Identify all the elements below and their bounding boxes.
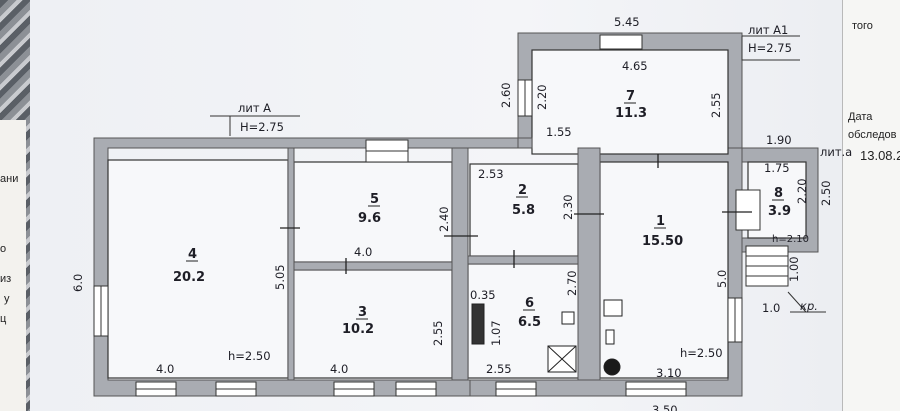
dim-2-70: 2.70 xyxy=(565,270,579,296)
windows xyxy=(93,34,761,397)
right-card xyxy=(842,0,900,411)
dim-5-45: 5.45 xyxy=(614,15,640,29)
room-1-number: 1 xyxy=(656,214,665,229)
room-2-floor xyxy=(469,163,579,257)
left-card-text-4: у xyxy=(4,293,10,305)
room-1-area: 15.50 xyxy=(642,234,683,249)
porch-steps xyxy=(745,245,826,313)
room-7-floor xyxy=(531,49,729,155)
dim-3-50: 3.50 xyxy=(652,403,678,411)
dim-4-0-r3: 4.0 xyxy=(330,362,348,376)
sink-icon xyxy=(561,311,575,325)
dim-2-20: 2.20 xyxy=(535,84,549,110)
dim-2-30: 2.30 xyxy=(561,194,575,220)
window xyxy=(599,34,643,50)
dim-1-00: 1.00 xyxy=(787,256,801,282)
room-2-area: 5.8 xyxy=(512,203,535,218)
dim-2-53: 2.53 xyxy=(478,167,504,181)
left-card xyxy=(0,120,26,411)
liter-small-height: h=2.10 xyxy=(772,234,809,245)
porch-label: кр. xyxy=(800,299,818,313)
dim-2-55-r6: 2.55 xyxy=(486,362,512,376)
room-7-number: 7 xyxy=(626,89,635,104)
right-card-date: 13.08.2 xyxy=(860,148,900,163)
room-7-area: 11.3 xyxy=(615,106,647,121)
fixtures xyxy=(471,299,623,376)
left-card-text-1: ани xyxy=(0,173,19,185)
liter-a-height: H=2.75 xyxy=(240,120,284,134)
dim-2-50: 2.50 xyxy=(819,180,833,206)
stove-block xyxy=(471,303,485,345)
room-3-area: 10.2 xyxy=(342,322,374,337)
dim-2-20-r8: 2.20 xyxy=(795,178,809,204)
liter-a1-name: лит A1 xyxy=(748,23,788,37)
dim-2-55-r7: 2.55 xyxy=(709,92,723,118)
right-card-date-label: Дата обследов xyxy=(848,111,897,141)
room-1-floor xyxy=(599,161,729,379)
right-card-heading: того xyxy=(852,20,873,32)
liter-small-name: лит.а xyxy=(820,145,852,159)
room-3-number: 3 xyxy=(358,305,367,320)
room-5-number: 5 xyxy=(370,192,379,207)
dim-4-65: 4.65 xyxy=(622,59,648,73)
rooms-layer xyxy=(107,49,807,379)
room-2-number: 2 xyxy=(518,183,527,198)
liter-a-name: лит A xyxy=(238,101,271,115)
dim-1-90: 1.90 xyxy=(766,133,792,147)
room-3-floor xyxy=(291,269,453,379)
leader-lines xyxy=(210,35,800,136)
room-8-number: 8 xyxy=(774,186,783,201)
room-6-number: 6 xyxy=(525,296,534,311)
ceiling-height-left: h=2.50 xyxy=(228,349,271,363)
left-card-text-5: ц xyxy=(0,313,7,325)
dim-1-0: 1.0 xyxy=(762,301,780,315)
dim-0-35: 0.35 xyxy=(470,288,496,302)
ceiling-height-right: h=2.50 xyxy=(680,346,723,360)
room-6-area: 6.5 xyxy=(518,315,541,330)
dim-1-75: 1.75 xyxy=(764,161,790,175)
room-4-floor xyxy=(107,159,289,379)
dim-1-07: 1.07 xyxy=(489,320,503,346)
dim-4-0-r5: 4.0 xyxy=(354,245,372,259)
chimney-icon xyxy=(603,358,621,376)
dim-1-55: 1.55 xyxy=(546,125,572,139)
partitions xyxy=(287,137,601,381)
dim-5-05: 5.05 xyxy=(273,264,287,290)
left-card-text-3: из xyxy=(0,273,12,285)
window xyxy=(735,189,761,231)
dim-2-60: 2.60 xyxy=(499,82,513,108)
room-8-area: 3.9 xyxy=(768,204,791,219)
gas-meter-icon xyxy=(603,299,623,317)
dim-3-10: 3.10 xyxy=(656,366,682,380)
dim-2-55-r3: 2.55 xyxy=(431,320,445,346)
dim-4-0-r4: 4.0 xyxy=(156,362,174,376)
liter-a1-height: H=2.75 xyxy=(748,41,792,55)
room-5-area: 9.6 xyxy=(358,211,381,226)
dim-5-0: 5.0 xyxy=(715,270,729,288)
room-4-area: 20.2 xyxy=(173,270,205,285)
dim-6-0: 6.0 xyxy=(71,274,85,292)
counter-icon xyxy=(605,329,615,345)
dim-2-40: 2.40 xyxy=(437,206,451,232)
door-marks xyxy=(280,154,752,274)
left-card-text-2: о xyxy=(0,243,7,255)
room-4-number: 4 xyxy=(188,247,197,262)
